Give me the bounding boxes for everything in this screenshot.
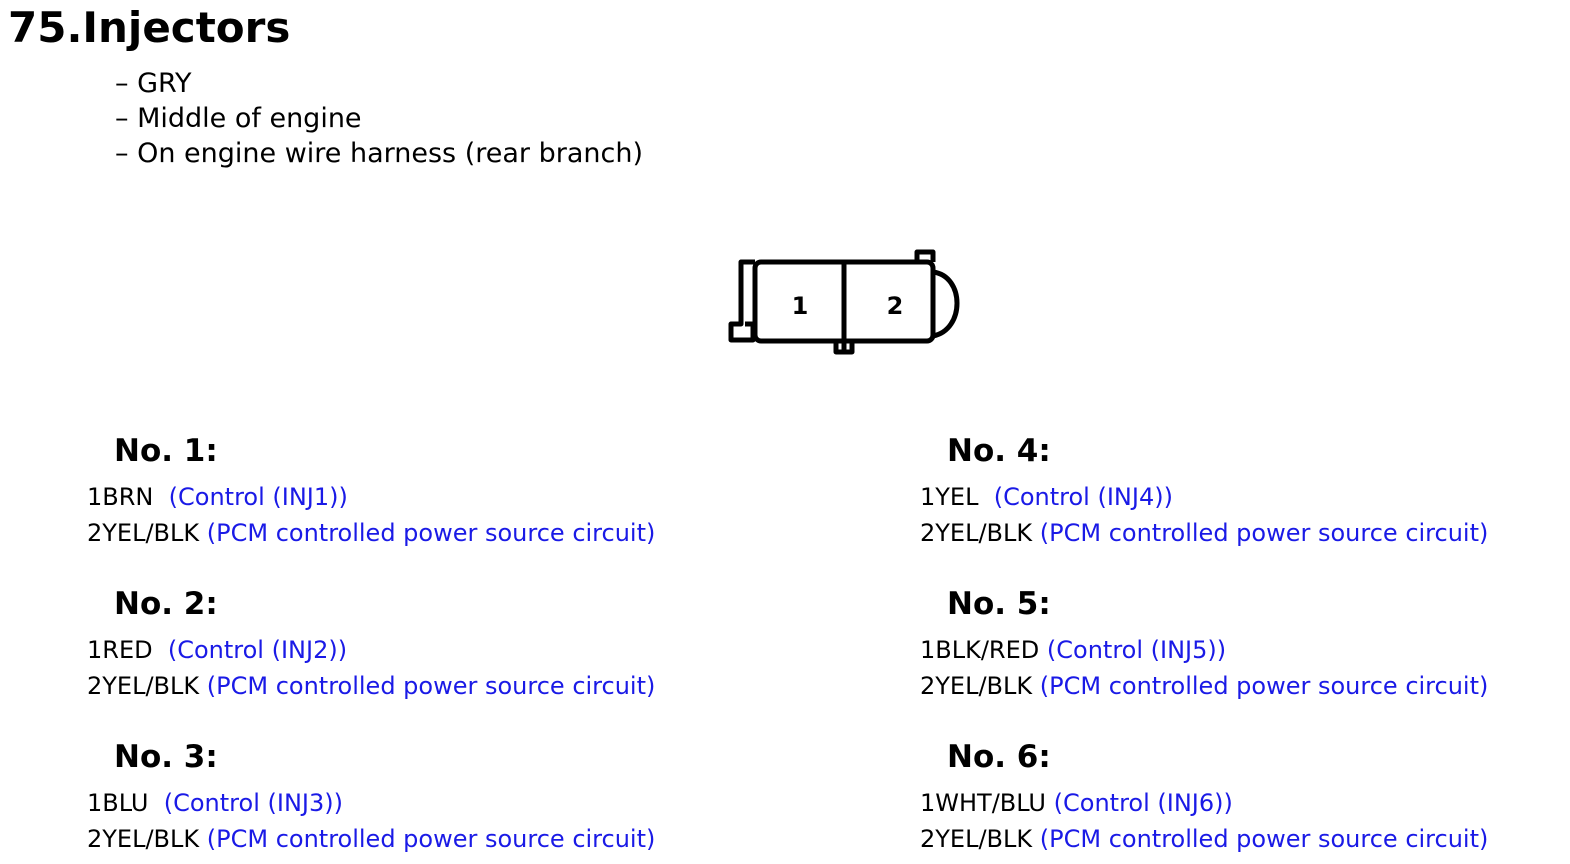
section-heading: No. 4: — [947, 433, 1051, 469]
pin-row: 2YEL/BLK (PCM controlled power source ci… — [920, 670, 1488, 702]
connector-latch — [728, 259, 756, 343]
pin-description: (PCM controlled power source circuit) — [1039, 825, 1489, 853]
pin-description: (PCM controlled power source circuit) — [206, 519, 656, 547]
pin-description: (Control (INJ4)) — [993, 483, 1173, 511]
note-location: – Middle of engine — [115, 103, 362, 134]
pin-row: 1YEL (Control (INJ4)) — [920, 481, 1173, 513]
wire-code: 1YEL — [920, 483, 979, 511]
note-color: – GRY — [115, 68, 192, 99]
wire-code: 1BLU — [87, 789, 149, 817]
section-heading: No. 3: — [114, 739, 218, 775]
wire-code: 2YEL/BLK — [87, 672, 200, 700]
section-heading: No. 6: — [947, 739, 1051, 775]
pin-description: (PCM controlled power source circuit) — [1039, 519, 1489, 547]
connector-lock — [932, 269, 960, 339]
pin-label-2: 2 — [887, 292, 904, 320]
connector-notes: – GRY – Middle of engine – On engine wir… — [115, 66, 643, 171]
pin-row: 2YEL/BLK (PCM controlled power source ci… — [920, 823, 1488, 855]
section-heading: No. 5: — [947, 586, 1051, 622]
pin-row: 1BLU (Control (INJ3)) — [87, 787, 343, 819]
connector-top-tab — [914, 249, 936, 262]
pin-row: 1RED (Control (INJ2)) — [87, 634, 347, 666]
pin-row: 2YEL/BLK (PCM controlled power source ci… — [920, 517, 1488, 549]
pin-row: 1BLK/RED (Control (INJ5)) — [920, 634, 1226, 666]
pin-description: (PCM controlled power source circuit) — [206, 672, 656, 700]
wire-code: 2YEL/BLK — [87, 825, 200, 853]
wire-code: 2YEL/BLK — [920, 672, 1033, 700]
wire-code: 1RED — [87, 636, 153, 664]
pin-description: (Control (INJ5)) — [1046, 636, 1227, 664]
wire-code: 1WHT/BLU — [920, 789, 1046, 817]
wire-code: 1BRN — [87, 483, 154, 511]
section-heading: No. 1: — [114, 433, 218, 469]
pin-row: 2YEL/BLK (PCM controlled power source ci… — [87, 670, 655, 702]
section-heading: No. 2: — [114, 586, 218, 622]
pin-label-1: 1 — [792, 292, 809, 320]
pin-row: 2YEL/BLK (PCM controlled power source ci… — [87, 517, 655, 549]
pin-description: (Control (INJ1)) — [168, 483, 348, 511]
pin-description: (PCM controlled power source circuit) — [206, 825, 656, 853]
note-harness: – On engine wire harness (rear branch) — [115, 138, 643, 169]
connector-key — [833, 341, 855, 355]
pin-description: (Control (INJ3)) — [163, 789, 343, 817]
connector-diagram: 1 2 — [728, 249, 960, 355]
wire-code: 2YEL/BLK — [920, 825, 1033, 853]
pin-row: 1BRN (Control (INJ1)) — [87, 481, 348, 513]
wire-code: 2YEL/BLK — [87, 519, 200, 547]
page-title: 75.Injectors — [8, 3, 291, 52]
pin-description: (Control (INJ6)) — [1053, 789, 1233, 817]
wire-code: 2YEL/BLK — [920, 519, 1033, 547]
pin-description: (PCM controlled power source circuit) — [1039, 672, 1489, 700]
wire-code: 1BLK/RED — [920, 636, 1040, 664]
pin-row: 1WHT/BLU (Control (INJ6)) — [920, 787, 1233, 819]
pin-description: (Control (INJ2)) — [167, 636, 348, 664]
pin-row: 2YEL/BLK (PCM controlled power source ci… — [87, 823, 655, 855]
